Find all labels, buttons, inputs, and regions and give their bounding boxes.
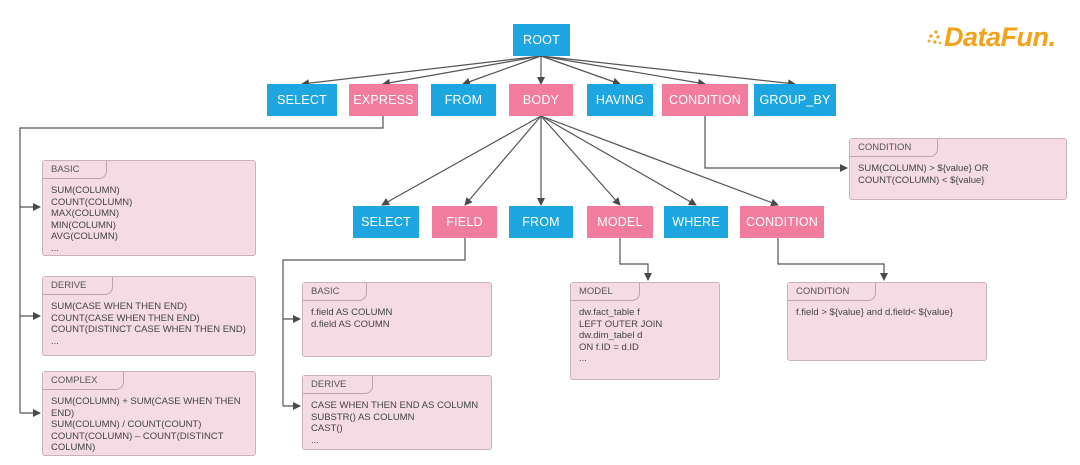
condition-node: CONDITION <box>662 84 748 116</box>
card-line: d.field AS COUMN <box>311 318 390 330</box>
card-title: DERIVE <box>43 277 114 295</box>
card-line: COUNT(COLUMN) < ${value} <box>858 174 985 186</box>
edge-condition-where <box>777 237 888 281</box>
edge-body-condition <box>540 115 779 207</box>
body-node: BODY <box>509 84 573 116</box>
edge-root-condition <box>540 55 706 87</box>
edge-root-select <box>301 55 542 88</box>
having-node: HAVING <box>587 84 653 116</box>
card-line: AVG(COLUMN) <box>51 231 118 243</box>
logo-dots-icon <box>927 30 942 45</box>
card-title: CONDITION <box>850 139 939 157</box>
edge-body-where <box>540 115 697 206</box>
edge-express-bracket <box>19 116 384 413</box>
card-title: DERIVE <box>303 376 374 394</box>
card-line: dw.dim_tabel d <box>579 330 643 342</box>
card-body: f.field AS COLUMN d.field AS COUMN <box>311 307 485 330</box>
card-line: SUM(COLUMN) / COUNT(COUNT) <box>51 419 202 431</box>
card-line: SUM(CASE WHEN THEN END) <box>51 301 187 312</box>
edge-root-groupby <box>540 55 796 88</box>
card-title: BASIC <box>43 161 107 179</box>
body-select-node: SELECT <box>353 206 419 238</box>
card-line: SUM(COLUMN) <box>51 185 120 196</box>
card-title: CONDITION <box>788 283 877 301</box>
card-line: SUBSTR() AS COLUMN <box>311 411 415 423</box>
edge-field-bracket <box>282 237 466 406</box>
card-line: COUNT(CASE WHEN THEN END) <box>51 312 200 324</box>
model-card: MODEL dw.fact_table f LEFT OUTER JOIN dw… <box>570 282 720 380</box>
edge-model-card <box>619 237 652 281</box>
card-title: MODEL <box>571 283 640 301</box>
card-body: dw.fact_table f LEFT OUTER JOIN dw.dim_t… <box>579 307 713 365</box>
group-by-node: GROUP_BY <box>754 84 836 116</box>
having-condition-card: CONDITION SUM(COLUMN) > ${value} OR COUN… <box>849 138 1067 200</box>
edge-body-model <box>540 115 621 206</box>
body-condition-node: CONDITION <box>740 206 824 238</box>
card-line: CAST() <box>311 423 343 435</box>
card-body: CASE WHEN THEN END AS COLUMN SUBSTR() AS… <box>311 400 485 446</box>
card-line: MAX(COLUMN) <box>51 208 120 220</box>
express-basic-card: BASIC SUM(COLUMN) COUNT(COLUMN) MAX(COLU… <box>42 160 256 256</box>
card-line: LEFT OUTER JOIN <box>579 318 663 330</box>
edge-root-from <box>462 55 542 86</box>
card-line: ... <box>51 242 59 254</box>
card-line: SUM(COLUMN) + SUM(CASE WHEN THEN END) <box>51 396 241 419</box>
card-line: ... <box>579 353 587 365</box>
model-node: MODEL <box>587 206 653 238</box>
root-node: ROOT <box>513 24 570 56</box>
datafun-logo: DataFun. <box>926 22 1076 58</box>
select-node: SELECT <box>267 84 337 116</box>
field-basic-card: BASIC f.field AS COLUMN d.field AS COUMN <box>302 282 492 357</box>
logo-text: DataFun. <box>944 22 1056 52</box>
body-from-node: FROM <box>509 206 573 238</box>
card-body: SUM(COLUMN) COUNT(COLUMN) MAX(COLUMN) MI… <box>51 185 249 255</box>
card-line: ON f.ID = d.ID <box>579 341 639 353</box>
card-line: COUNT(COLUMN) <box>51 196 133 208</box>
card-body: f.field > ${value} and d.field< ${value} <box>796 307 980 319</box>
where-node: WHERE <box>664 206 728 238</box>
card-line: MIN(COLUMN) <box>51 219 116 231</box>
card-title: BASIC <box>303 283 367 301</box>
card-line: CASE WHEN THEN END AS COLUMN <box>311 400 479 411</box>
card-body: SUM(CASE WHEN THEN END) COUNT(CASE WHEN … <box>51 301 249 347</box>
card-line: ... <box>51 335 59 347</box>
card-body: SUM(COLUMN) > ${value} OR COUNT(COLUMN) … <box>858 163 1060 186</box>
edge-body-select <box>381 115 542 206</box>
express-node: EXPRESS <box>349 84 418 116</box>
card-body: SUM(COLUMN) + SUM(CASE WHEN THEN END) SU… <box>51 396 249 454</box>
card-line: dw.fact_table f <box>579 307 640 318</box>
card-title: COMPLEX <box>43 372 125 390</box>
from-node: FROM <box>431 84 496 116</box>
express-complex-card: COMPLEX SUM(COLUMN) + SUM(CASE WHEN THEN… <box>42 371 256 456</box>
where-condition-card: CONDITION f.field > ${value} and d.field… <box>787 282 987 361</box>
card-line: COUNT(COLUMN) – COUNT(DISTINCT COLUMN) <box>51 430 224 454</box>
edge-root-express <box>382 55 542 87</box>
field-node: FIELD <box>432 206 497 238</box>
card-line: COUNT(DISTINCT CASE WHEN THEN END) <box>51 324 246 336</box>
edge-body-field <box>464 115 542 206</box>
express-derive-card: DERIVE SUM(CASE WHEN THEN END) COUNT(CAS… <box>42 276 256 356</box>
field-derive-card: DERIVE CASE WHEN THEN END AS COLUMN SUBS… <box>302 375 492 450</box>
card-line: f.field AS COLUMN <box>311 307 393 318</box>
card-line: ... <box>311 434 319 446</box>
card-line: SUM(COLUMN) > ${value} OR <box>858 163 989 174</box>
card-line: f.field > ${value} and d.field< ${value} <box>796 307 953 318</box>
edge-condition-having <box>704 116 848 172</box>
edge-root-having <box>540 55 621 86</box>
